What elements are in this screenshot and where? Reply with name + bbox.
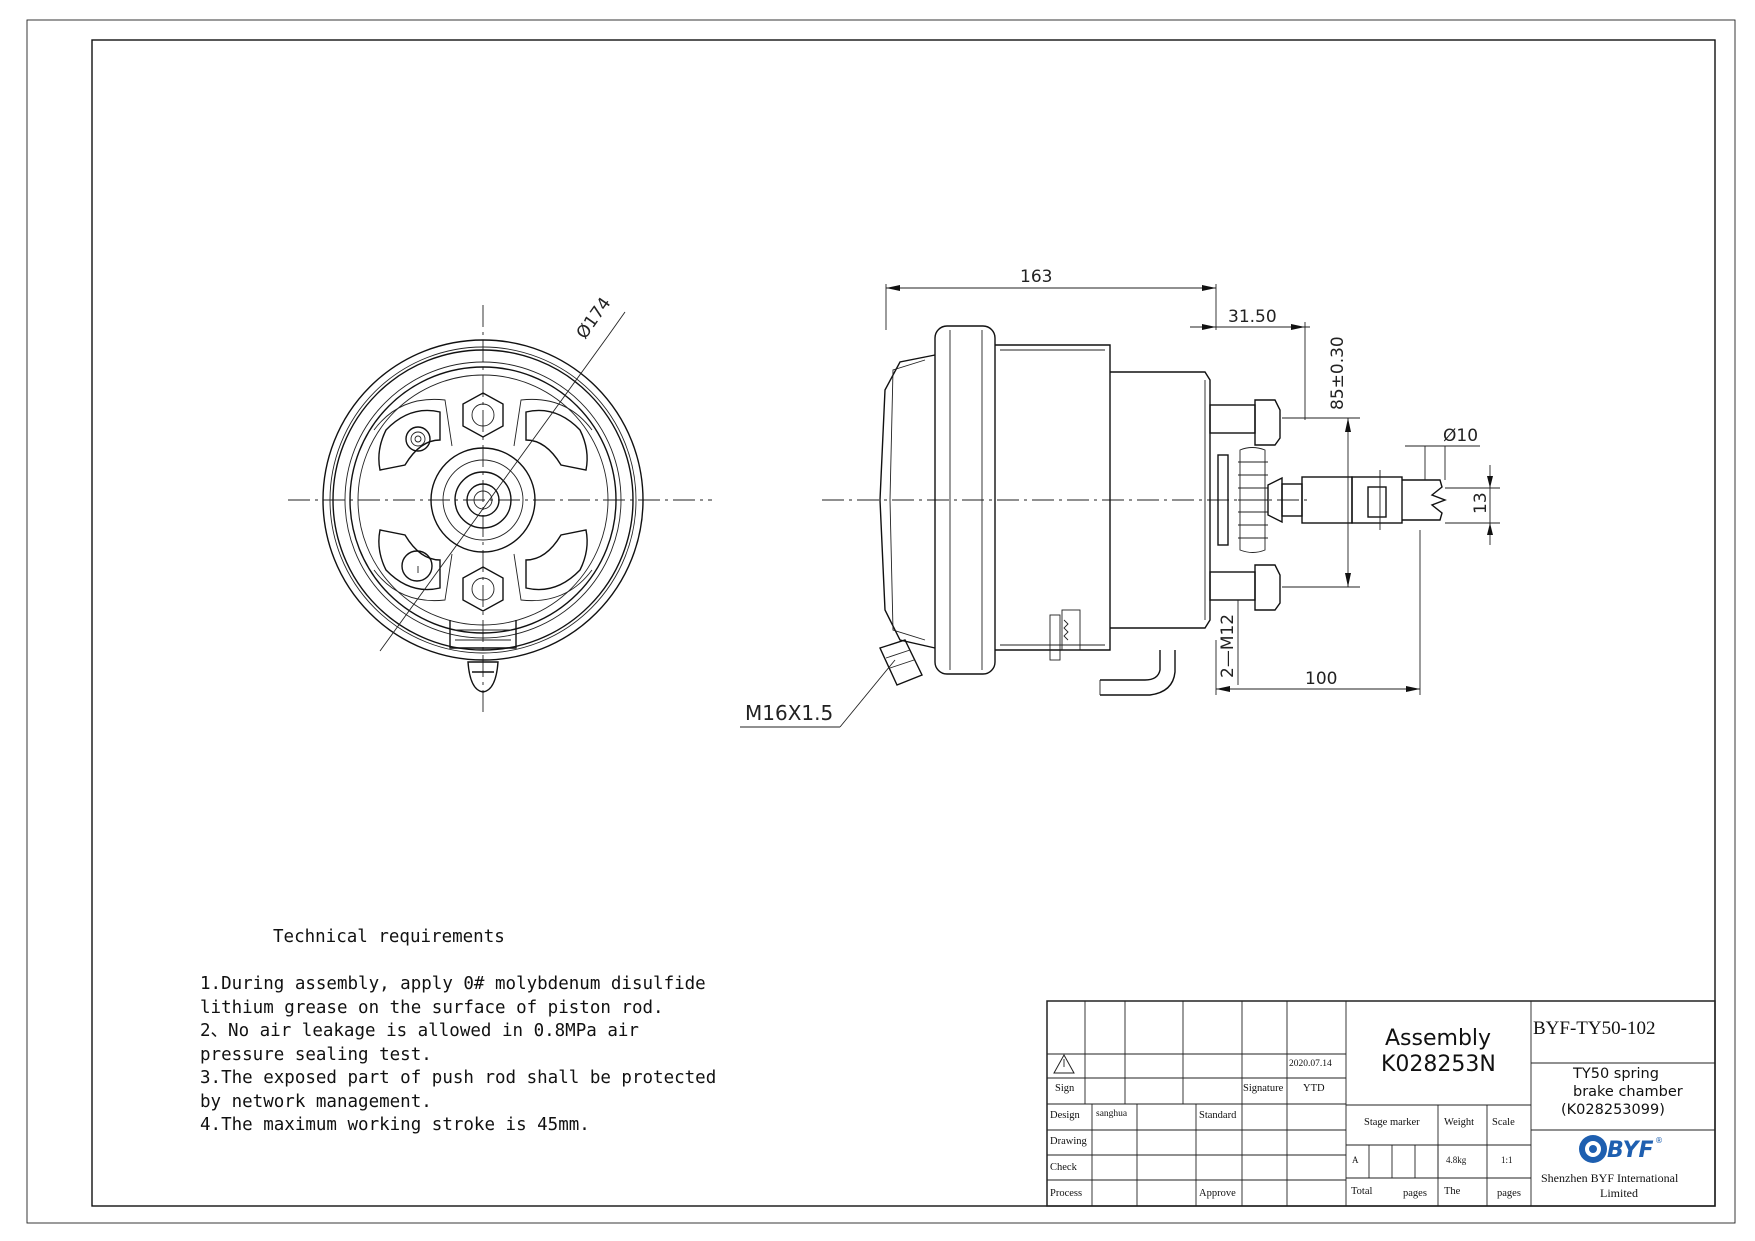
tb-stage-value: A xyxy=(1352,1155,1359,1165)
logo-text: BYF xyxy=(1607,1138,1654,1163)
side-view xyxy=(822,325,1447,696)
tb-process: Process xyxy=(1050,1188,1083,1199)
inner-frame xyxy=(91,39,1716,1207)
tb-scale: Scale xyxy=(1492,1117,1515,1128)
logo-mark: ® xyxy=(1655,1136,1663,1145)
title-block-grid xyxy=(1046,1000,1716,1207)
dim-rod-length: 100 xyxy=(1305,669,1337,689)
tb-drawing: Drawing xyxy=(1050,1136,1087,1147)
tb-check: Check xyxy=(1050,1162,1077,1173)
dim-pin-diameter: Ø10 xyxy=(1443,426,1478,446)
tb-weight: Weight xyxy=(1444,1117,1475,1128)
tb-pages-1: pages xyxy=(1403,1188,1427,1199)
tech-list: 1.During assembly, apply 0# molybdenum d… xyxy=(200,973,716,1138)
tb-product-line1: TY50 spring xyxy=(1573,1066,1659,1082)
tb-ytd: YTD xyxy=(1303,1083,1325,1094)
dim-bolt-spacing: 85±0.30 xyxy=(1328,336,1348,410)
tb-assembly-code: K028253N xyxy=(1381,1052,1496,1077)
tech-title: Technical requirements xyxy=(273,927,505,947)
tech-line: 3.The exposed part of push rod shall be … xyxy=(200,1068,717,1088)
tb-design: Design xyxy=(1050,1110,1080,1121)
tech-line: 4.The maximum working stroke is 45mm. xyxy=(200,1115,590,1135)
tech-line: 2、No air leakage is allowed in 0.8MPa ai… xyxy=(200,1021,639,1041)
tb-total: Total xyxy=(1351,1186,1373,1197)
tb-assembly-label: Assembly xyxy=(1385,1026,1492,1051)
tb-the: The xyxy=(1444,1186,1461,1197)
dimension-lines: 163 31.50 85±0.30 Ø10 13 100 2— xyxy=(740,267,1500,728)
tb-drawing-no: BYF-TY50-102 xyxy=(1533,1018,1656,1039)
tb-product-line3: (K028253099) xyxy=(1561,1102,1665,1118)
dim-stud-thread: 2—M12 xyxy=(1218,614,1238,678)
tb-date: 2020.07.14 xyxy=(1289,1059,1332,1069)
tech-line: lithium grease on the surface of piston … xyxy=(200,997,664,1018)
byf-logo: BYF ® xyxy=(1579,1135,1663,1163)
tb-sign: Sign xyxy=(1055,1083,1075,1094)
outer-frame xyxy=(26,19,1736,1224)
tech-line: by network management. xyxy=(200,1091,432,1112)
dim-length-total: 163 xyxy=(1020,267,1052,287)
tech-line: 1.During assembly, apply 0# molybdenum d… xyxy=(200,974,706,994)
tb-designer: sanghua xyxy=(1096,1109,1128,1119)
dim-diameter: Ø174 xyxy=(573,294,616,343)
tb-product-line2: brake chamber xyxy=(1573,1084,1683,1100)
tb-company-line2: Limited xyxy=(1600,1186,1638,1200)
tb-stage-marker: Stage marker xyxy=(1364,1117,1420,1128)
dim-step: 31.50 xyxy=(1228,307,1277,327)
tb-pages-2: pages xyxy=(1497,1188,1521,1199)
tb-approve: Approve xyxy=(1199,1188,1236,1199)
dim-port-thread: M16X1.5 xyxy=(745,701,833,725)
tb-scale-value: 1:1 xyxy=(1501,1155,1513,1165)
tb-company-line1: Shenzhen BYF International xyxy=(1541,1171,1679,1185)
tb-standard: Standard xyxy=(1199,1110,1237,1121)
tech-line: pressure sealing test. xyxy=(200,1044,432,1065)
tb-signature: Signature xyxy=(1243,1083,1284,1094)
front-view: Ø174 xyxy=(288,294,712,712)
tb-weight-value: 4.8kg xyxy=(1446,1155,1467,1165)
dim-clevis-width: 13 xyxy=(1471,492,1491,514)
